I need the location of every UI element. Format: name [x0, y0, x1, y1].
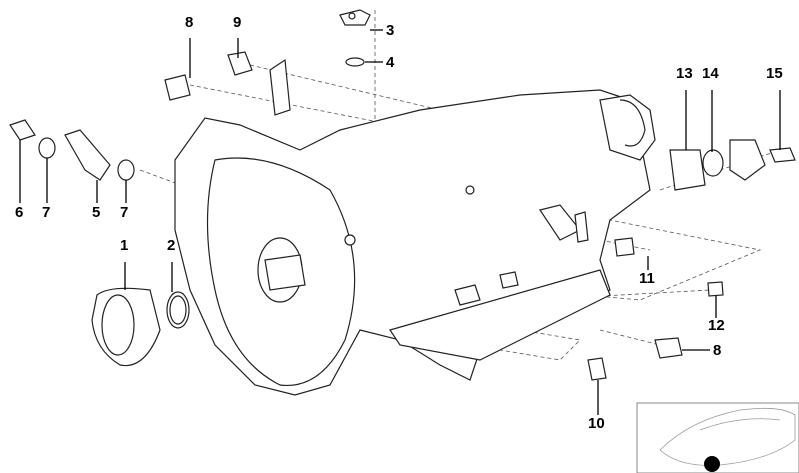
- callout-12: 12: [708, 317, 725, 334]
- callout-10: 10: [588, 415, 605, 432]
- callout-14: 14: [702, 65, 719, 82]
- bolt-9: [227, 51, 253, 76]
- callout-8: 8: [185, 14, 194, 31]
- washer-7b: [117, 159, 135, 181]
- plate-13: [669, 149, 706, 191]
- hose-fitting-5: [64, 129, 111, 181]
- cover-15: [729, 139, 766, 181]
- callout-4: 4: [386, 54, 395, 71]
- plug-12: [707, 281, 724, 297]
- bolt-6: [9, 119, 36, 141]
- callout-3: 3: [386, 22, 395, 39]
- leader-lines: [19, 29, 781, 415]
- plug-11: [614, 237, 635, 257]
- callout-9: 9: [233, 14, 242, 31]
- callout-8b: 8: [713, 342, 722, 359]
- callout-2: 2: [167, 237, 176, 254]
- callout-7b: 7: [120, 204, 129, 221]
- bolt-8: [164, 74, 191, 101]
- o-ring-14: [702, 149, 724, 177]
- parts: [9, 9, 796, 381]
- callout-11: 11: [639, 270, 655, 287]
- washer-7a: [38, 137, 56, 159]
- callout-15: 15: [766, 65, 783, 82]
- stud-10: [587, 357, 607, 381]
- bolt-8b: [654, 337, 683, 359]
- callout-7: 7: [42, 204, 51, 221]
- washer-4: [345, 57, 365, 67]
- callout-1: 1: [120, 237, 129, 254]
- callout-13: 13: [676, 65, 693, 82]
- callout-5: 5: [92, 204, 101, 221]
- transmission-housing: [174, 58, 656, 396]
- vehicle-inset: [636, 402, 799, 473]
- callout-6: 6: [15, 204, 24, 221]
